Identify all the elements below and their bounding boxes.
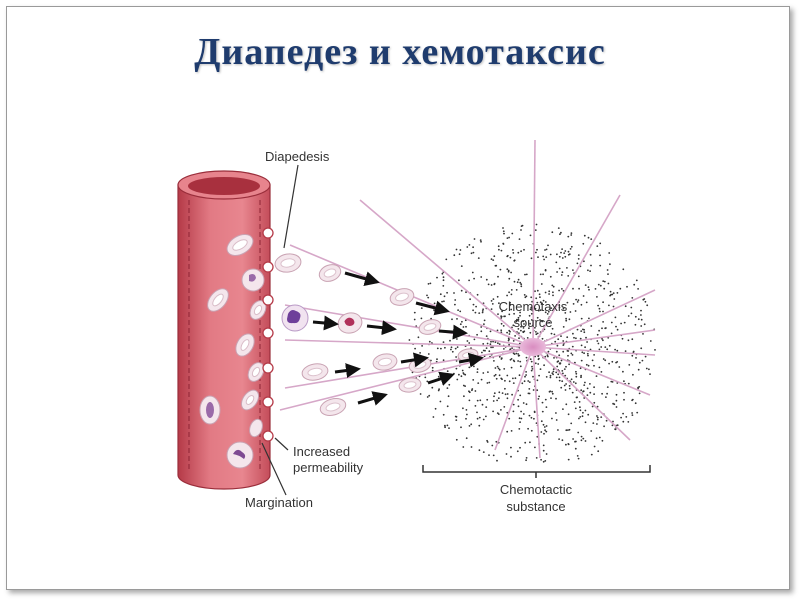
vessel-cells <box>199 234 267 469</box>
substance-bracket <box>422 465 651 478</box>
vessel-pores <box>262 227 274 442</box>
label-increased-permeability-2: permeability <box>293 460 364 475</box>
label-chemotaxis-source-2: source <box>513 315 552 330</box>
chemotaxis-rays <box>279 139 656 459</box>
slide-title: Диапедез и хемотаксис <box>194 31 606 73</box>
label-diapedesis: Diapedesis <box>265 149 330 164</box>
label-chemotactic-substance-2: substance <box>506 499 565 514</box>
migration-arrows <box>312 271 484 406</box>
label-increased-permeability-1: Increased <box>293 444 350 459</box>
blood-vessel <box>177 170 271 490</box>
label-chemotaxis-source-1: Chemotaxis <box>499 299 568 314</box>
chemotaxis-source <box>520 338 546 356</box>
migrating-leukocytes <box>274 253 479 416</box>
leader-lines <box>261 164 299 496</box>
label-margination: Margination <box>245 495 313 510</box>
label-chemotactic-substance-1: Chemotactic <box>500 482 573 497</box>
